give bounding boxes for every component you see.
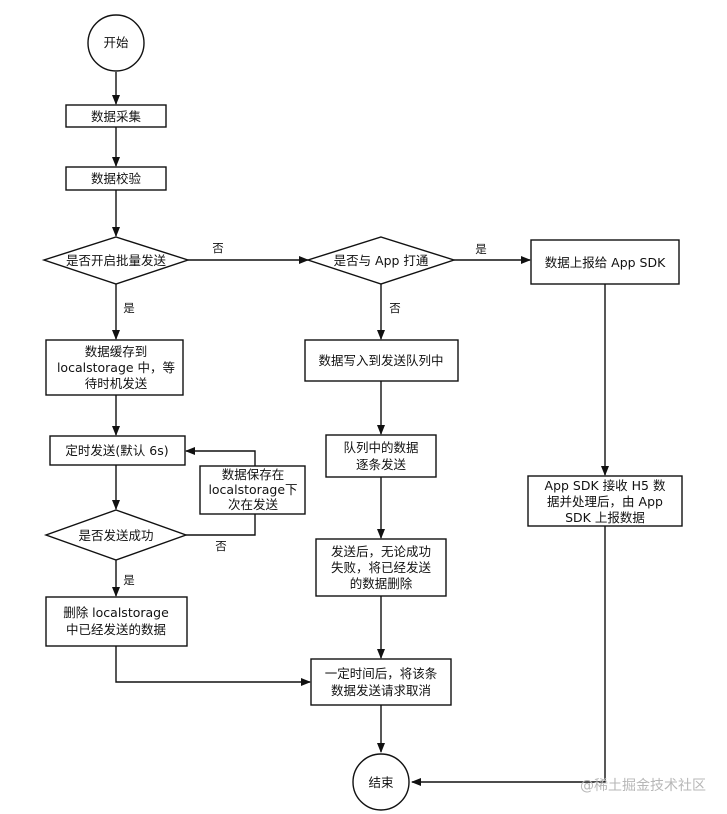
node-cache: 数据缓存到 localstorage 中，等 待时机发送 <box>45 339 184 396</box>
node-delete: 删除 localstorage 中已经发送的数据 <box>45 596 188 647</box>
edge-delete-cancel <box>115 646 311 686</box>
node-validate-label: 数据校验 <box>91 171 142 186</box>
label-batch-no: 否 <box>212 241 224 255</box>
node-after-send-line-1: 发送后，无论成功 <box>331 544 431 559</box>
node-cancel: 一定时间后，将该条 数据发送请求取消 <box>310 658 452 706</box>
node-after-send-line-2: 失败，将已经发送 <box>331 560 432 575</box>
edge-labels: 否 是 是 否 否 是 <box>123 241 487 587</box>
label-success-no: 否 <box>215 539 227 553</box>
node-sdk-receive-line-2: 据并处理后，由 App <box>547 494 663 509</box>
node-app-question: 是否与 App 打通 <box>305 236 457 285</box>
node-delete-line-1: 删除 localstorage <box>63 605 169 620</box>
edge-sdkrecv-end <box>411 526 606 786</box>
node-sdk-receive: App SDK 接收 H5 数 据并处理后，由 App SDK 上报数据 <box>527 475 683 527</box>
node-queue-write: 数据写入到发送队列中 <box>304 339 459 382</box>
node-cache-line-2: localstorage 中，等 <box>57 360 175 375</box>
label-app-yes: 是 <box>475 242 487 256</box>
node-end-label: 结束 <box>368 775 394 790</box>
node-after-send: 发送后，无论成功 失败，将已经发送 的数据删除 <box>315 538 447 597</box>
node-end: 结束 <box>352 753 410 811</box>
node-cache-line-1: 数据缓存到 <box>85 344 148 359</box>
node-queue-send-line-1: 队列中的数据 <box>343 440 418 455</box>
node-keep: 数据保存在 localstorage下 次在发送 <box>199 465 306 515</box>
node-queue-send-line-2: 逐条发送 <box>356 457 407 472</box>
node-cancel-line-1: 一定时间后，将该条 <box>325 666 438 681</box>
node-collect: 数据采集 <box>65 104 167 128</box>
node-sdk-receive-line-1: App SDK 接收 H5 数 <box>545 478 666 493</box>
node-batch-question: 是否开启批量发送 <box>41 236 191 285</box>
node-queue-write-label: 数据写入到发送队列中 <box>318 353 443 368</box>
node-after-send-line-3: 的数据删除 <box>350 576 413 591</box>
node-batch-question-label: 是否开启批量发送 <box>66 253 167 268</box>
node-delete-line-2: 中已经发送的数据 <box>66 622 166 637</box>
node-success-question-label: 是否发送成功 <box>78 528 153 543</box>
node-keep-line-1: 数据保存在 <box>222 467 285 482</box>
label-app-no: 否 <box>389 301 401 315</box>
label-batch-yes: 是 <box>123 301 135 315</box>
node-sdk-receive-line-3: SDK 上报数据 <box>565 510 645 525</box>
node-timer-label: 定时发送(默认 6s) <box>65 443 168 458</box>
node-report-sdk: 数据上报给 App SDK <box>530 239 680 285</box>
node-keep-line-3: 次在发送 <box>228 497 279 512</box>
node-collect-label: 数据采集 <box>91 109 142 124</box>
node-cancel-line-2: 数据发送请求取消 <box>331 683 431 698</box>
node-success-question: 是否发送成功 <box>43 509 189 561</box>
edges <box>112 72 609 786</box>
watermark-text: @稀土掘金技术社区 <box>580 778 706 794</box>
node-report-sdk-label: 数据上报给 App SDK <box>545 255 666 270</box>
node-start: 开始 <box>87 14 145 72</box>
node-queue-send: 队列中的数据 逐条发送 <box>325 434 437 478</box>
node-app-question-label: 是否与 App 打通 <box>334 253 429 268</box>
label-success-yes: 是 <box>123 573 135 587</box>
node-start-label: 开始 <box>103 35 129 50</box>
node-cache-line-3: 待时机发送 <box>85 376 148 391</box>
edge-success-keep <box>186 514 256 536</box>
edge-keep-timer <box>185 447 256 466</box>
node-timer: 定时发送(默认 6s) <box>49 435 186 466</box>
node-keep-line-2: localstorage下 <box>208 482 297 497</box>
node-validate: 数据校验 <box>65 166 167 191</box>
